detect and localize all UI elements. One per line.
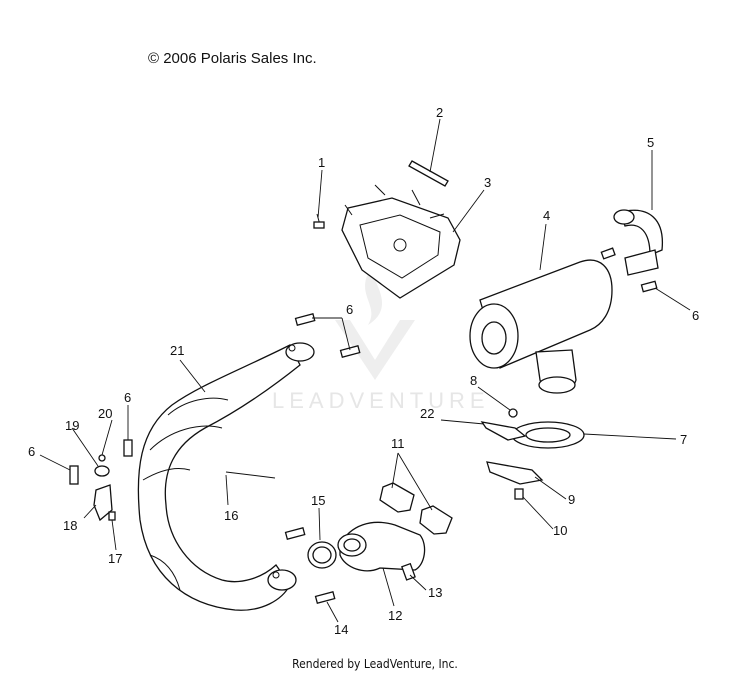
callout-21: 21 (170, 343, 184, 358)
screw-part (514, 488, 524, 500)
callout-18: 18 (63, 518, 77, 533)
callout-4: 4 (543, 208, 550, 223)
bolt-part (313, 213, 325, 229)
copyright-notice: © 2006 Polaris Sales Inc. (148, 50, 317, 67)
callout-1: 1 (318, 155, 325, 170)
callout-22: 22 (420, 406, 434, 421)
callout-8: 8 (470, 373, 477, 388)
callout-14: 14 (334, 622, 348, 637)
rendered-by-footer: Rendered by LeadVenture, Inc. (292, 657, 458, 671)
callout-19: 19 (65, 418, 79, 433)
stud-part (401, 562, 416, 581)
callout-6d: 6 (28, 444, 35, 459)
spring-part (408, 160, 449, 187)
mount-bracket (486, 461, 544, 485)
expansion-chamber (137, 342, 315, 611)
callout-12: 12 (388, 608, 402, 623)
watermark-text: LEADVENTURE (272, 388, 490, 413)
seal-ring (307, 541, 337, 569)
small-bracket (480, 408, 527, 441)
callout-9: 9 (568, 492, 575, 507)
callout-6b: 6 (692, 308, 699, 323)
callout-5: 5 (647, 135, 654, 150)
callout-6a: 6 (346, 302, 353, 317)
exhaust-manifold (337, 521, 426, 572)
muffler (469, 259, 613, 394)
callout-7: 7 (680, 432, 687, 447)
callout-3: 3 (484, 175, 491, 190)
callout-2: 2 (436, 105, 443, 120)
callout-labels: 1 2 3 4 5 6 6 6 6 6 7 8 9 10 11 12 13 14… (28, 105, 699, 637)
callout-10: 10 (553, 523, 567, 538)
callout-20: 20 (98, 406, 112, 421)
watermark-logo (335, 270, 415, 380)
callout-6c: 6 (124, 390, 131, 405)
callout-15: 15 (311, 493, 325, 508)
callout-17: 17 (108, 551, 122, 566)
callout-13: 13 (428, 585, 442, 600)
rod-part (225, 471, 276, 479)
gasket-ring (511, 421, 585, 449)
tailpipe-elbow (613, 209, 664, 276)
callout-16: 16 (224, 508, 238, 523)
muffler-bracket (341, 184, 461, 299)
leader-lines (39, 118, 691, 623)
callout-11: 11 (391, 436, 405, 451)
small-hardware (93, 454, 116, 522)
